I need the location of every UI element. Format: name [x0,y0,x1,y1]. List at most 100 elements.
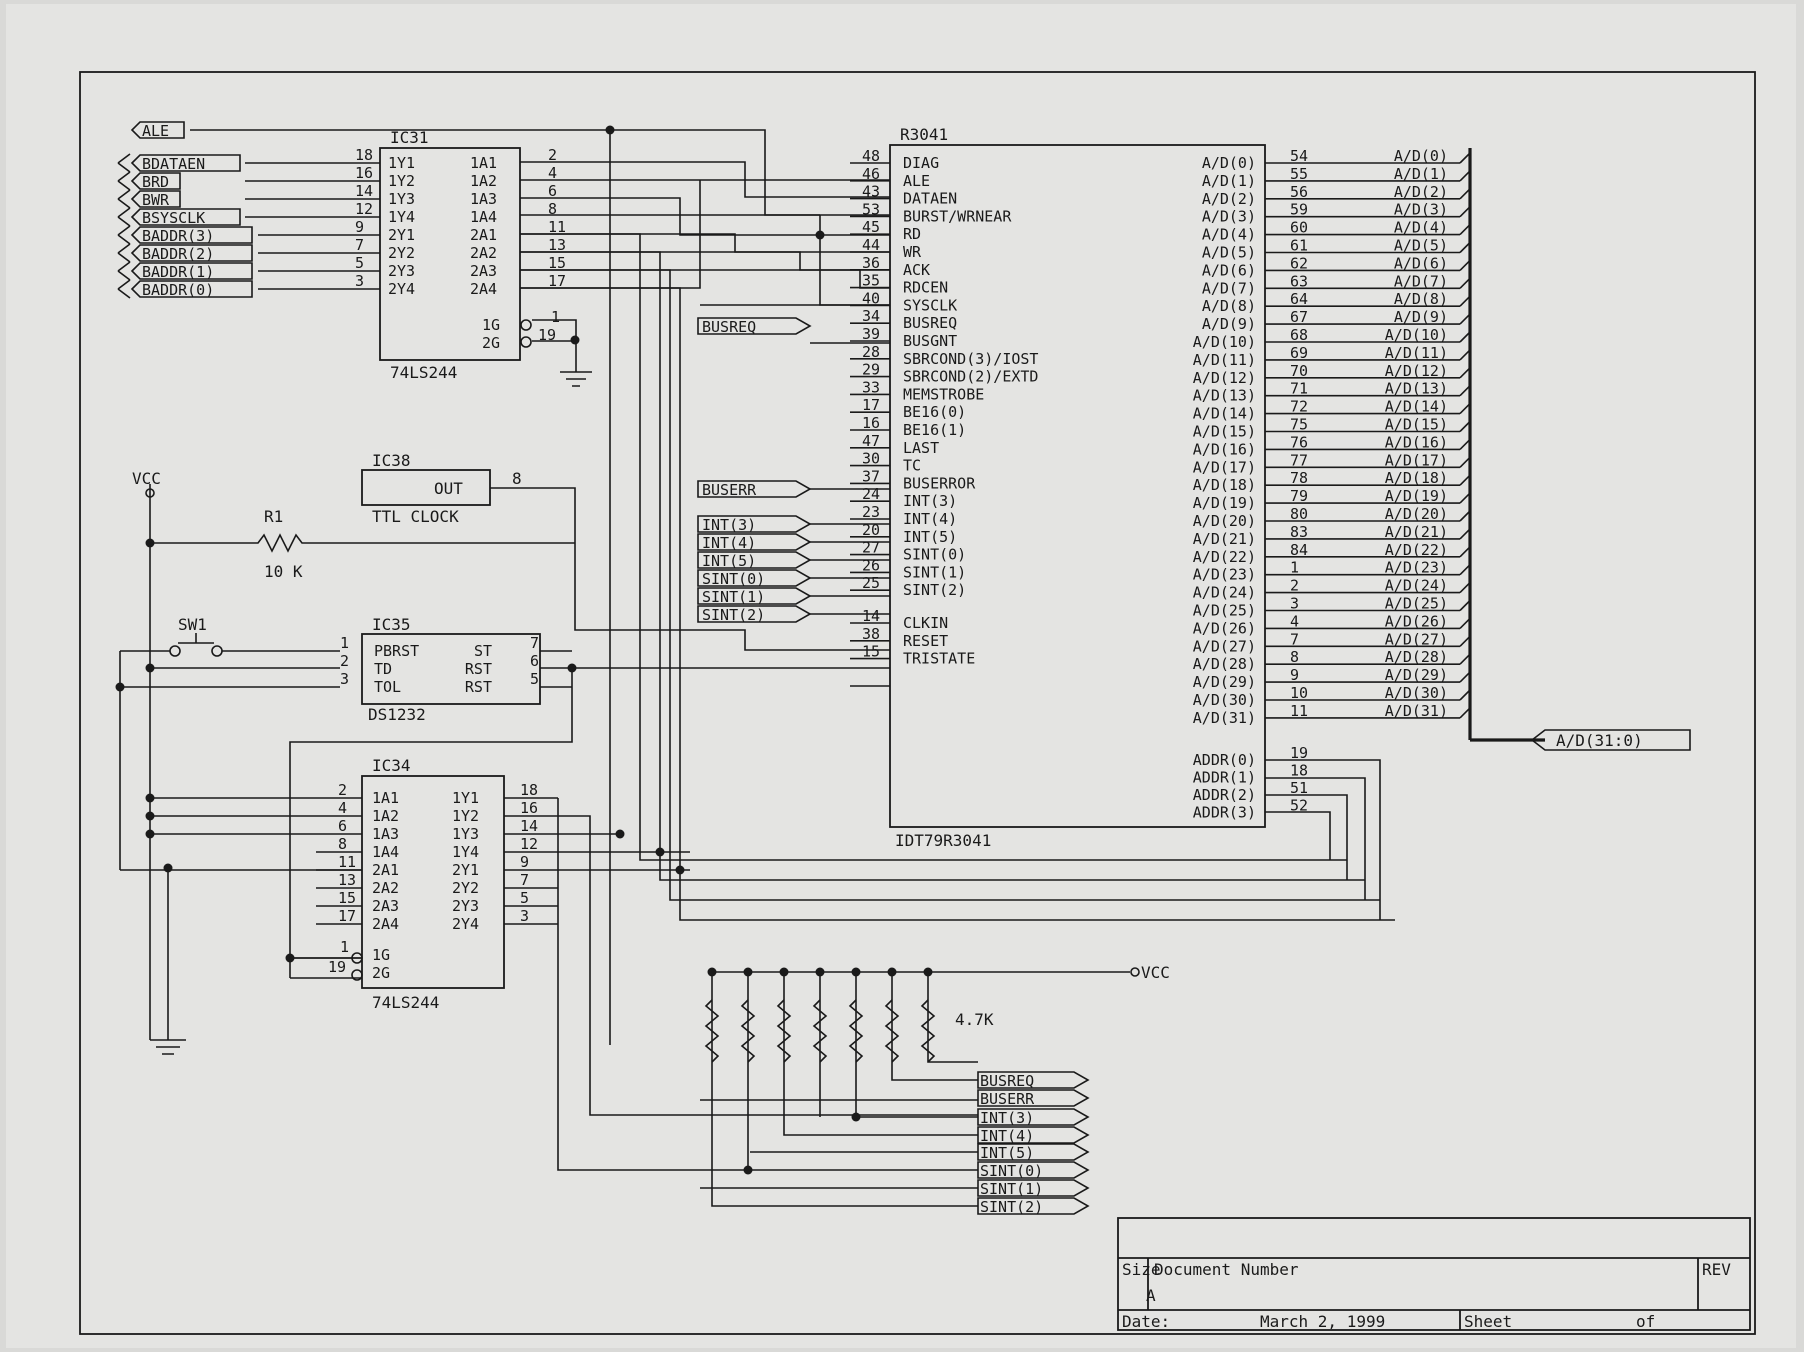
offpage-connector [697,533,812,551]
bus-member-label: A/D(30) [1385,684,1448,702]
cpu-ad-pin-name: A/D(23) [1193,566,1256,584]
cpu-ad-pin-name: A/D(31) [1193,709,1256,727]
cpu-pin-number: 24 [862,485,880,503]
cpu-pin-name: ACK [903,261,930,279]
ic35-pin-number: 7 [530,634,539,652]
cpu-pin-number: 17 [862,396,880,414]
cpu-ad-pin-name: A/D(8) [1202,297,1256,315]
bus-member-label: A/D(20) [1385,505,1448,523]
offpage-connector-label: INT(4) [702,534,756,552]
ic31-pin-name: 2A4 [470,280,497,298]
bus-member-label: A/D(19) [1385,487,1448,505]
cpu-ad-pin-number: 3 [1290,595,1299,613]
cpu-ad-pin-number: 80 [1290,505,1308,523]
ic34-enable-pin1: 1 [340,938,349,956]
ic34-pin-number: 14 [520,817,538,835]
ic34-pin-number: 3 [520,907,529,925]
offpage-connector [697,317,812,335]
offpage-connector-label: BUSERR [980,1090,1035,1108]
cpu-ad-pin-number: 9 [1290,666,1299,684]
ic35-pin-number: 1 [340,634,349,652]
offpage-connector [977,1071,1090,1089]
bus-member-label: A/D(8) [1394,290,1448,308]
bus-member-label: A/D(24) [1385,577,1448,595]
bus-member-label: A/D(5) [1394,237,1448,255]
bus-member-label: A/D(12) [1385,362,1448,380]
offpage-connector-label: BDATAEN [142,155,205,173]
ic31-pin-number: 2 [548,146,557,164]
r3041-ref: R3041 [900,125,948,144]
cpu-pin-number: 25 [862,574,880,592]
cpu-pin-name: WR [903,243,922,261]
cpu-ad-pin-number: 83 [1290,523,1308,541]
cpu-ad-pin-number: 4 [1290,612,1299,630]
ic34-pin-number: 11 [338,853,356,871]
r1-value: 10 K [264,562,303,581]
ic34-pin-number: 2 [338,781,347,799]
title-date-value: March 2, 1999 [1260,1312,1385,1331]
title-rev-label: REV [1702,1260,1731,1279]
ic31-part: 74LS244 [390,363,457,382]
offpage-connector-label: BADDR(3) [142,227,214,245]
offpage-connector-label: BADDR(1) [142,263,214,281]
bus-member-label: A/D(7) [1394,272,1448,290]
offpage-connector [977,1161,1090,1179]
cpu-addr-pin-name: ADDR(2) [1193,786,1256,804]
offpage-connector [977,1197,1090,1215]
ic34-pin-name: 1A1 [372,789,399,807]
offpage-connector-label: INT(5) [702,552,756,570]
cpu-pin-number: 45 [862,218,880,236]
cpu-ad-pin-name: A/D(25) [1193,602,1256,620]
offpage-connector-label: SINT(1) [980,1180,1043,1198]
cpu-pin-number: 23 [862,503,880,521]
cpu-ad-pin-number: 11 [1290,702,1308,720]
offpage-connector [697,480,812,498]
cpu-ad-pin-number: 56 [1290,183,1308,201]
cpu-pin-number: 28 [862,343,880,361]
title-size-value: A [1146,1286,1156,1305]
cpu-addr-pin-number: 18 [1290,762,1308,780]
cpu-pin-name: CLKIN [903,614,948,632]
cpu-ad-pin-name: A/D(29) [1193,673,1256,691]
offpage-connector [697,605,812,623]
bus-member-label: A/D(23) [1385,559,1448,577]
offpage-connector [977,1108,1090,1126]
ic34-pin-name: 2Y4 [452,915,479,933]
cpu-ad-pin-name: A/D(10) [1193,333,1256,351]
ic31-pin-number: 9 [355,218,364,236]
cpu-pin-number: 43 [862,183,880,201]
ic31-pin-name: 2A3 [470,262,497,280]
cpu-ad-pin-name: A/D(1) [1202,172,1256,190]
ic31-pin-number: 12 [355,200,373,218]
cpu-ad-pin-number: 72 [1290,398,1308,416]
ic31-pin-name: 2Y1 [388,226,415,244]
ic31-pin-number: 17 [548,272,566,290]
ic34-pin-name: 1A2 [372,807,399,825]
cpu-ad-pin-name: A/D(5) [1202,244,1256,262]
offpage-connector [130,244,253,262]
ic31-pin-name: 1Y1 [388,154,415,172]
offpage-connector [130,280,253,298]
ic31-pin-number: 18 [355,146,373,164]
ic31-enable-pin1: 1 [551,308,560,326]
bus-member-label: A/D(29) [1385,666,1448,684]
cpu-pin-name: TRISTATE [903,650,975,668]
ic34-pin-name: 2A2 [372,879,399,897]
ic35-pin-name: ST [474,642,492,660]
ic35-pin-number: 6 [530,652,539,670]
cpu-pin-number: 35 [862,272,880,290]
offpage-connectors-left: ALEBDATAENBRDBWRBSYSCLKBADDR(3)BADDR(2)B… [117,121,253,299]
cpu-pin-number: 47 [862,432,880,450]
offpage-connector [130,226,253,244]
bus-member-label: A/D(10) [1385,326,1448,344]
offpage-connector-label: SINT(0) [980,1162,1043,1180]
ic34-pin-name: 1Y1 [452,789,479,807]
cpu-pin-name: DIAG [903,154,939,172]
offpage-connectors-mid: BUSREQBUSERRINT(3)INT(4)INT(5)SINT(0)SIN… [697,317,1090,1216]
ic31-pin-name: 1Y3 [388,190,415,208]
cpu-ad-pin-number: 59 [1290,201,1308,219]
